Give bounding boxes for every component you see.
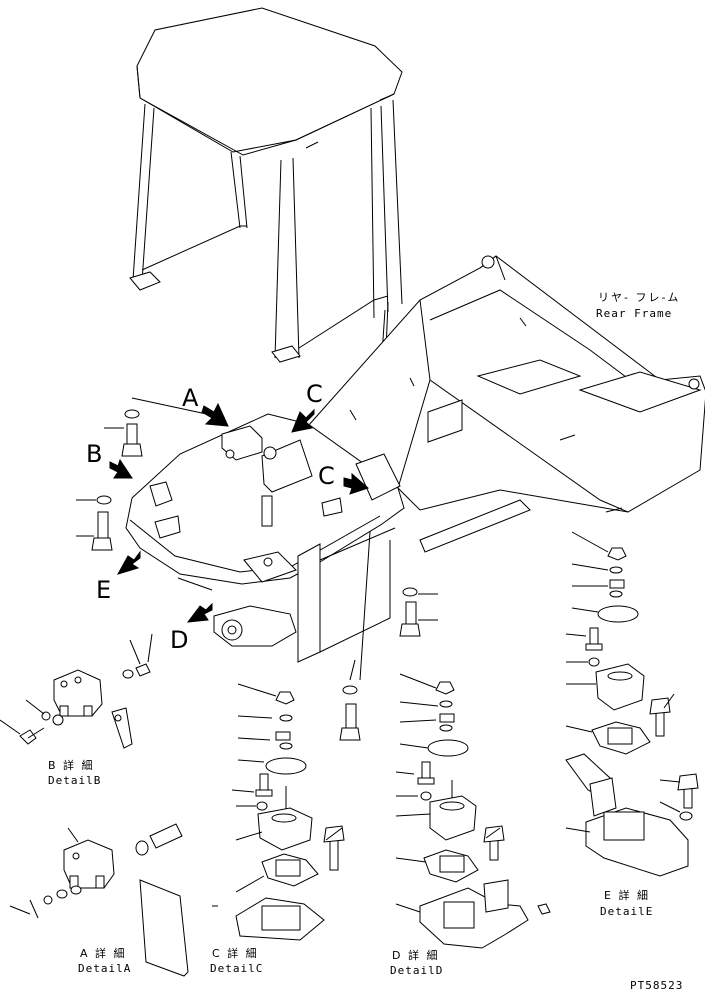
callout-label-c-lower: C xyxy=(318,462,335,490)
callout-arrows xyxy=(109,402,369,623)
detail-d-parts xyxy=(395,673,551,949)
callout-label-b: B xyxy=(86,440,103,468)
rear-frame-label-jp: リヤ- フレ-ム xyxy=(598,291,681,304)
detail-c-label-en: DetailC xyxy=(210,962,264,975)
detail-b-parts xyxy=(0,669,133,749)
rear-frame xyxy=(307,255,705,553)
canopy xyxy=(129,7,403,363)
detail-a-label-jp: A 詳 細 xyxy=(80,947,127,960)
callout-label-d: D xyxy=(170,626,189,654)
detail-d-label-en: DetailD xyxy=(390,964,444,977)
callout-label-e: E xyxy=(96,576,112,604)
detail-c-label-jp: C 詳 細 xyxy=(212,947,259,960)
detail-b-label-en: DetailB xyxy=(48,774,102,787)
floor-plate xyxy=(125,413,405,663)
detail-d-label-jp: D 詳 細 xyxy=(392,949,440,962)
rear-frame-label-en: Rear Frame xyxy=(596,307,673,320)
detail-c-parts xyxy=(212,683,345,941)
detail-e-label-en: DetailE xyxy=(600,905,654,918)
callout-label-a: A xyxy=(182,384,199,412)
left-fasteners xyxy=(76,409,143,551)
detail-b-label-jp: B 詳 細 xyxy=(48,759,95,772)
detail-a-label-en: DetailA xyxy=(78,962,132,975)
d-fasteners xyxy=(122,633,153,679)
detail-e-label-jp: E 詳 細 xyxy=(604,889,650,902)
floor-right-fasteners xyxy=(339,587,438,741)
part-code: PT58523 xyxy=(630,979,684,992)
detail-a-parts xyxy=(9,823,189,977)
callout-label-c-upper: C xyxy=(306,380,323,408)
detail-e-parts xyxy=(565,531,699,877)
